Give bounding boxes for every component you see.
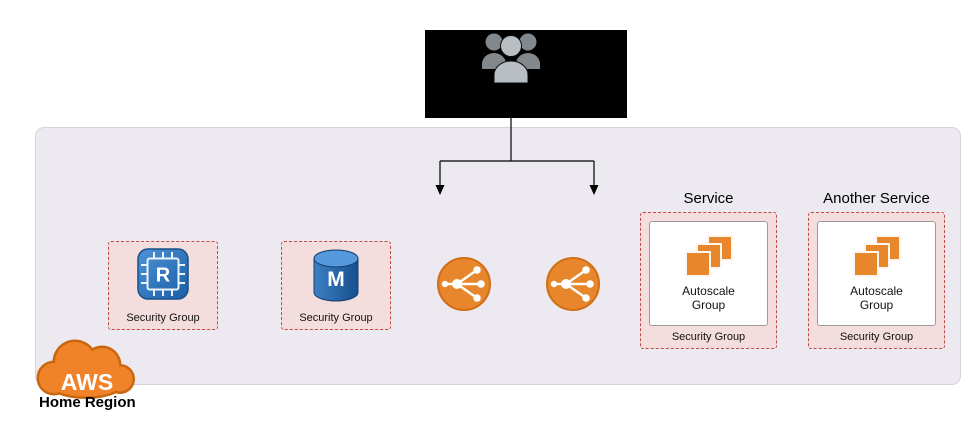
- service-security-group: Autoscale Group Security Group: [640, 212, 777, 349]
- service-title: Another Service: [823, 190, 930, 207]
- security-group-redis: R Security Group: [108, 241, 218, 330]
- mongodb-icon: M: [313, 249, 359, 302]
- security-group-label: Security Group: [126, 312, 200, 324]
- security-group-label: Security Group: [839, 331, 914, 343]
- aws-logo-text: AWS: [61, 369, 113, 395]
- service-container: Service Autoscale Group Security Group: [640, 190, 777, 349]
- load-balancer-icon: [546, 257, 600, 311]
- elasticache-redis-icon: R: [137, 248, 189, 300]
- autoscale-group-icon: [684, 234, 733, 277]
- redis-letter: R: [156, 265, 171, 287]
- autoscale-group-icon: [852, 234, 901, 277]
- security-group-label: Security Group: [299, 312, 373, 324]
- autoscale-group-box: Autoscale Group: [817, 221, 936, 326]
- service-title: Service: [683, 190, 734, 207]
- service-security-group: Autoscale Group Security Group: [808, 212, 945, 349]
- autoscale-group-box: Autoscale Group: [649, 221, 768, 326]
- aws-cloud-logo: AWS: [36, 339, 135, 399]
- autoscale-group-label: Autoscale Group: [850, 283, 903, 312]
- security-group-label: Security Group: [671, 331, 746, 343]
- users-icon: [482, 33, 540, 84]
- service-container: Another Service Autoscale Group Security…: [808, 190, 945, 349]
- mongodb-letter: M: [327, 268, 345, 291]
- security-group-mongodb: M Security Group: [281, 241, 391, 330]
- load-balancer-icon: [437, 257, 491, 311]
- region-label: Home Region: [39, 394, 136, 411]
- autoscale-group-label: Autoscale Group: [682, 283, 735, 312]
